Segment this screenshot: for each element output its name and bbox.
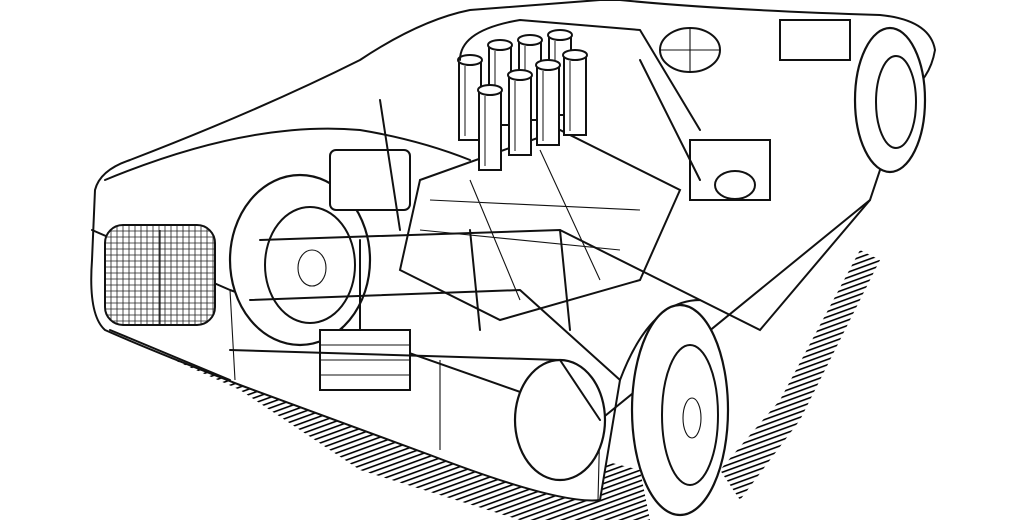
rear-wheel-icon <box>630 303 730 517</box>
steering-wheel-icon <box>659 19 851 73</box>
intake-stack <box>507 69 533 156</box>
intake-stack <box>562 49 588 136</box>
far-wheel-icon <box>853 26 927 174</box>
intake-stack <box>535 59 561 146</box>
intake-stack <box>457 54 483 141</box>
intake-stack <box>477 84 503 171</box>
front-wheel-icon <box>228 173 372 347</box>
intake-stacks-icon <box>457 29 588 171</box>
engine-block-icon <box>319 128 771 391</box>
